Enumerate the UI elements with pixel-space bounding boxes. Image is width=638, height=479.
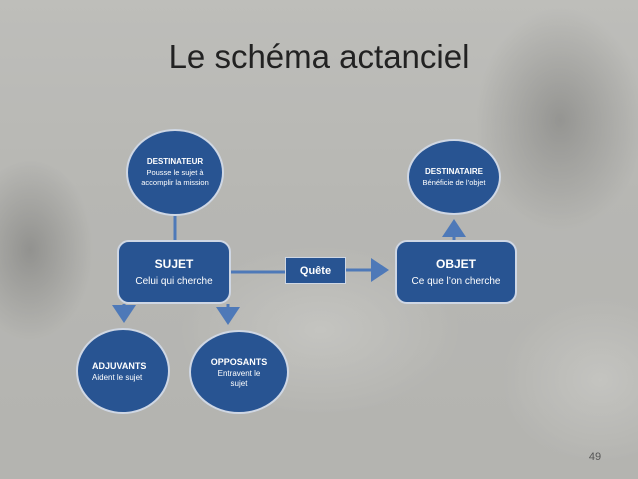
destinataire-node: DESTINATAIRE Bénéficie de l’objet — [407, 139, 501, 215]
sujet-desc: Celui qui cherche — [135, 276, 213, 287]
sujet-node: SUJET Celui qui cherche — [117, 240, 231, 304]
destinateur-desc: Pousse le sujet à accomplir la mission — [141, 168, 209, 187]
quete-label: Quête — [285, 257, 346, 284]
destinateur-node: DESTINATEUR Pousse le sujet à accomplir … — [126, 129, 224, 216]
objet-node: OBJET Ce que l’on cherche — [395, 240, 517, 304]
slide-number: 49 — [588, 451, 602, 463]
sujet-label: SUJET — [154, 257, 194, 271]
destinataire-label: DESTINATAIRE — [425, 166, 483, 176]
destinataire-desc: Bénéficie de l’objet — [422, 177, 486, 187]
destinateur-label: DESTINATEUR — [146, 157, 204, 166]
opposants-label: OPPOSANTS — [210, 356, 268, 367]
objet-desc: Ce que l’on cherche — [411, 276, 501, 287]
adjuvants-label: ADJUVANTS — [92, 360, 147, 371]
slide-title: Le schéma actanciel — [168, 38, 470, 75]
opposants-desc: Entravent le sujet — [217, 368, 261, 388]
adjuvants-desc: Aident le sujet — [92, 372, 143, 382]
adjuvants-node: ADJUVANTS Aident le sujet — [76, 328, 170, 414]
objet-label: OBJET — [435, 257, 476, 271]
opposants-node: OPPOSANTS Entravent le sujet — [189, 330, 289, 414]
